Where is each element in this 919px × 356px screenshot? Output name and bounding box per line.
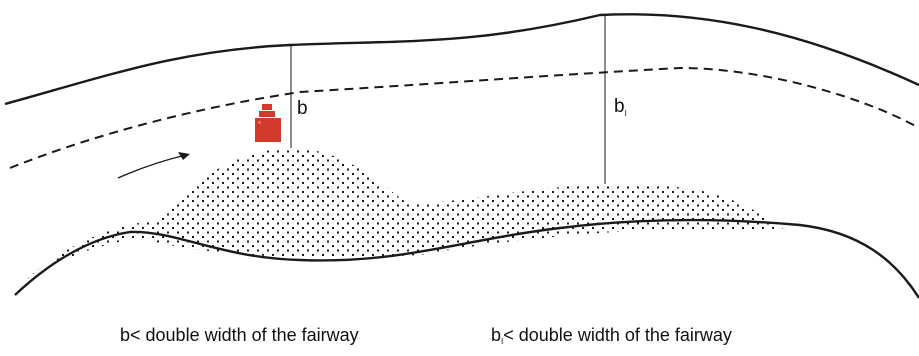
upper-bank-line bbox=[4, 13, 919, 106]
flow-direction-arrow bbox=[117, 152, 190, 179]
caption-left: b< double width of the fairway bbox=[120, 325, 359, 345]
caption-right: bI< double width of the fairway bbox=[491, 325, 732, 346]
vessel-icon bbox=[255, 104, 281, 142]
label-b1: bI bbox=[614, 96, 627, 118]
label-b: b bbox=[297, 98, 308, 119]
sediment-shoal bbox=[18, 148, 787, 290]
lower-bank-line bbox=[14, 218, 919, 299]
fairway-dashed-line bbox=[9, 66, 919, 169]
